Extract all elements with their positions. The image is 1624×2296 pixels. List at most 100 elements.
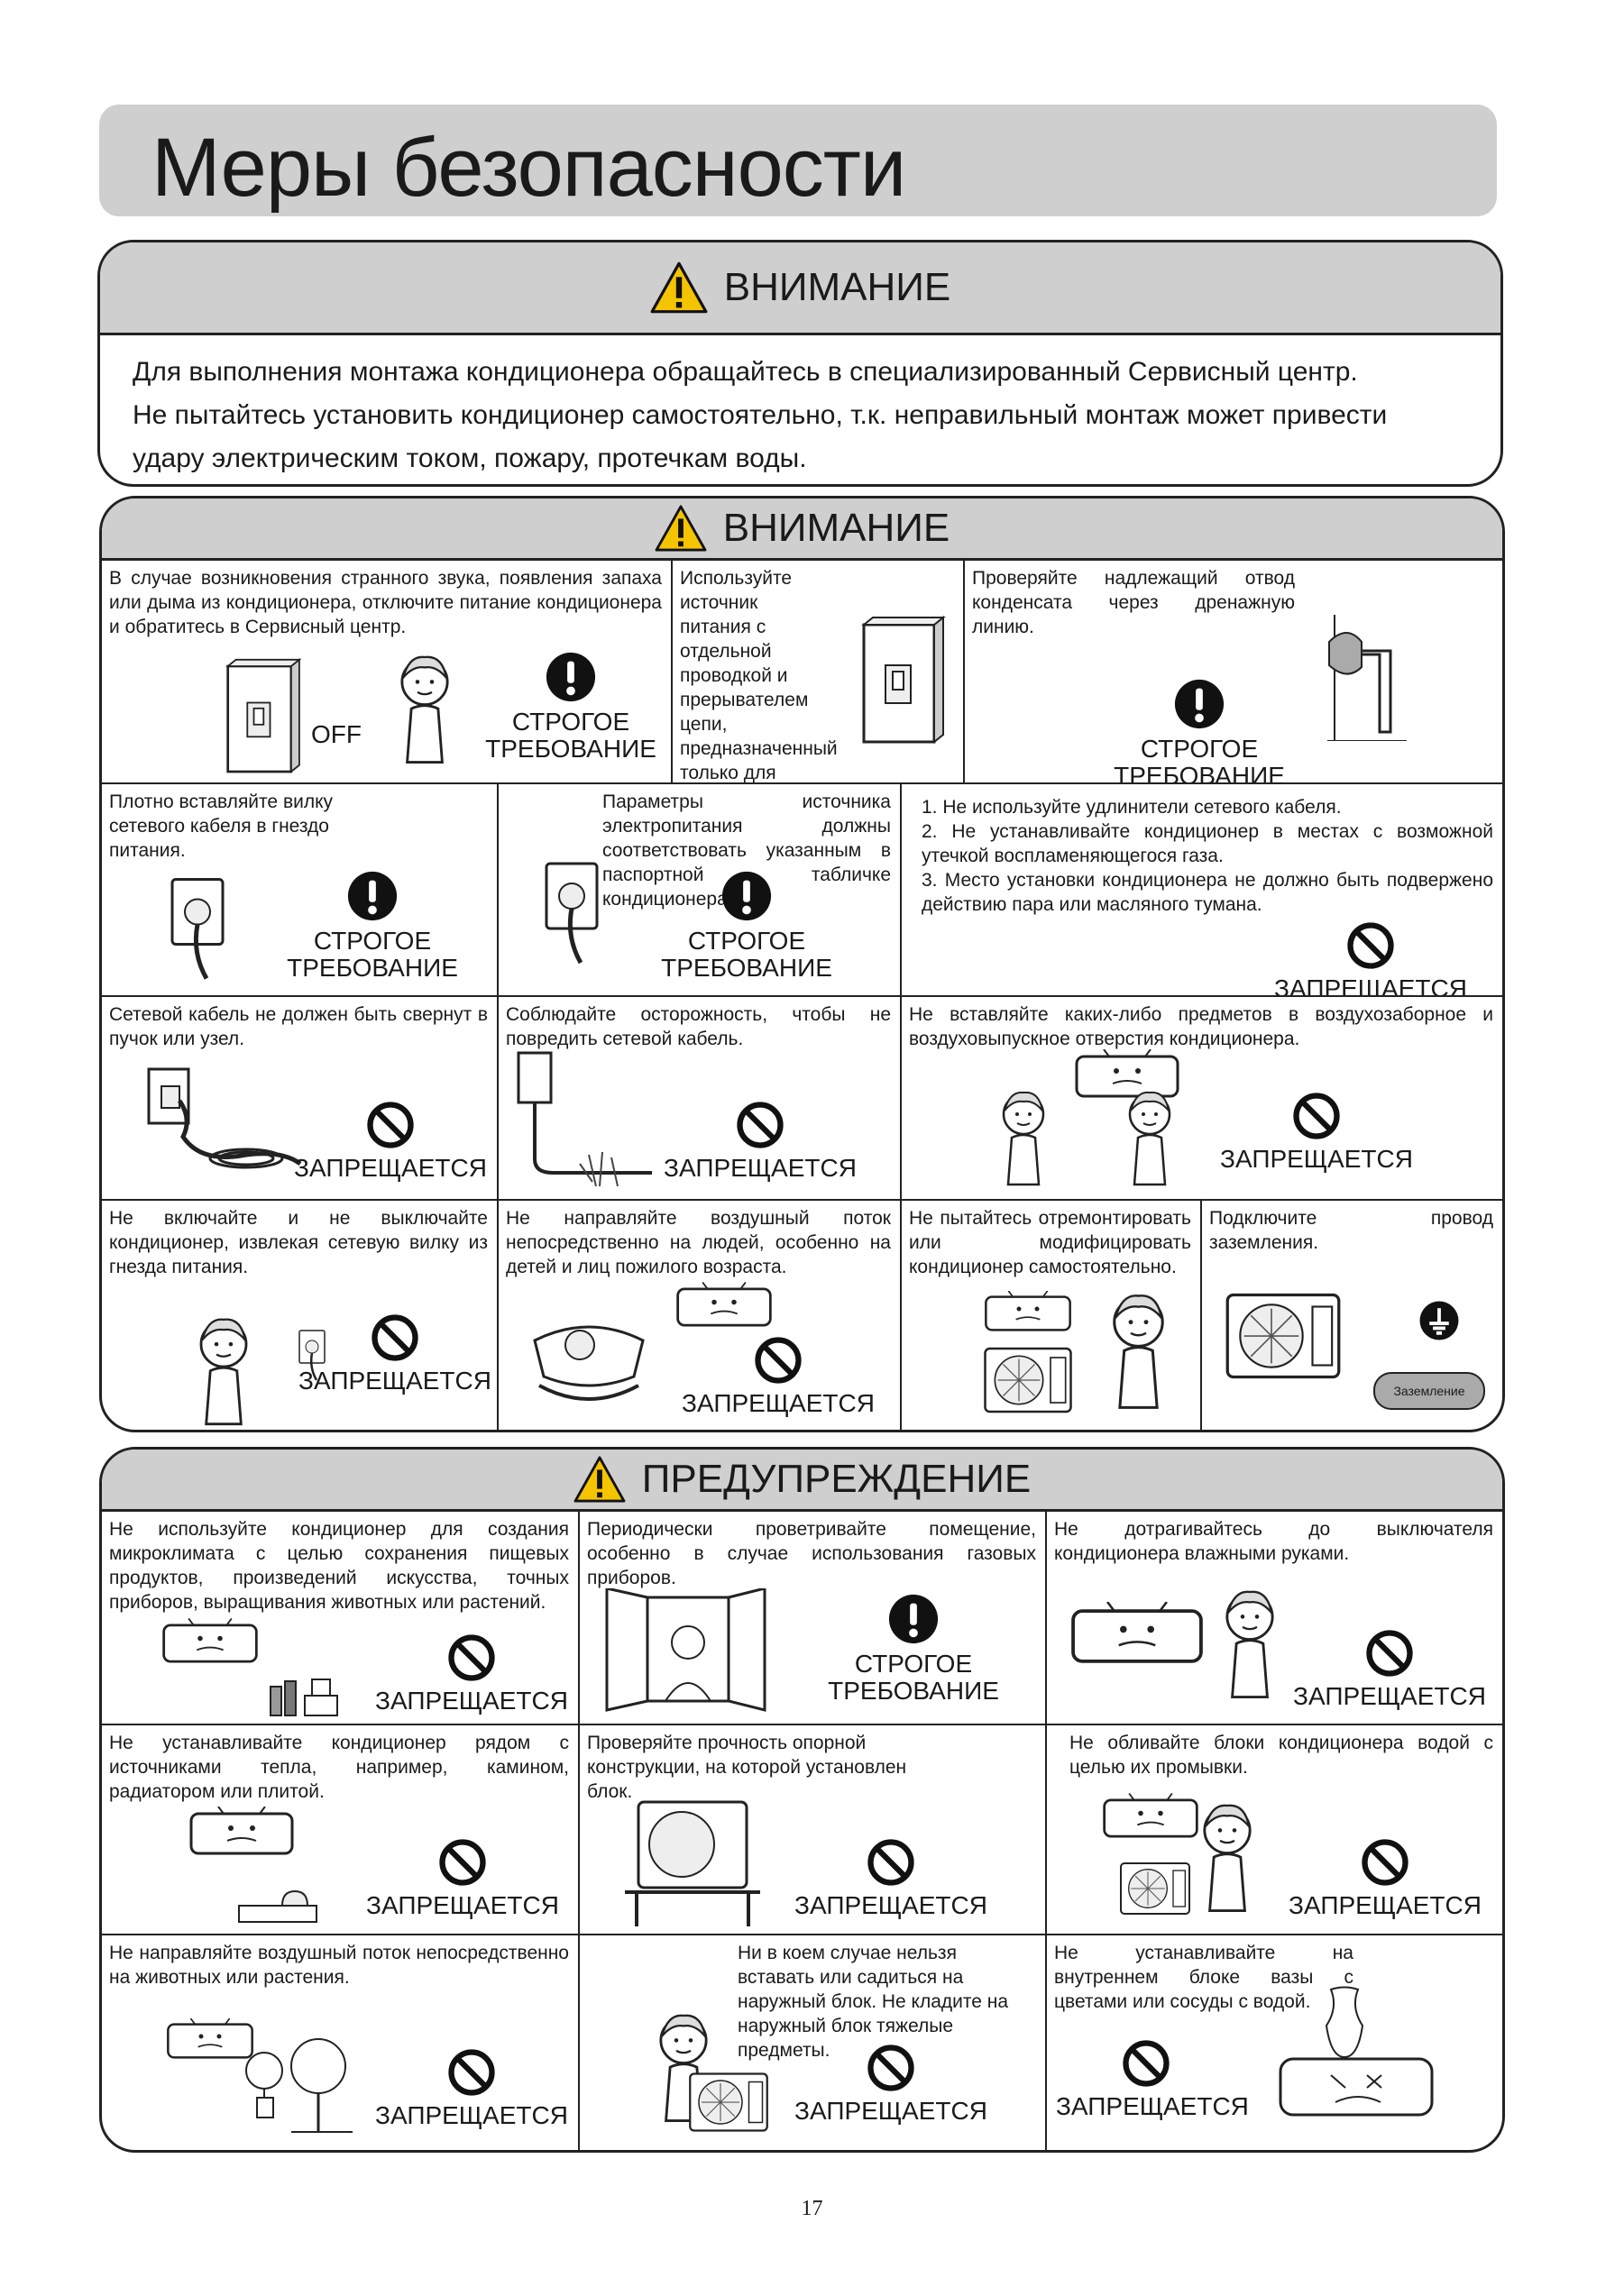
forbidden-mark: ЗАПРЕЩАЕТСЯ [1262,921,1479,997]
forbidden-mark: ЗАПРЕЩАЕТСЯ [1208,1092,1425,1173]
prohibition-icon [438,1838,487,1887]
strict-label: СТРОГОЕ [687,927,806,955]
rule-text: Ни в коем случае нельзя вставать или сад… [738,1943,1009,2061]
caution-box-install: ВНИМАНИЕ Для выполнения монтажа кондицио… [97,240,1503,487]
rule-text: Сетевой кабель не должен быть свернут в … [109,1004,488,1049]
text-line: Для выполнения монтажа кондиционера обра… [133,357,1358,387]
rule-cell: Соблюдайте осторожность, чтобы не повред… [499,997,902,1201]
child-icon [1118,1087,1181,1186]
exclamation-icon [1173,678,1225,730]
off-label: OFF [311,720,362,748]
coiled-cable-icon [147,1067,302,1169]
rule-cell: Сетевой кабель не должен быть свернут в … [102,997,499,1201]
strict-label: ТРЕБОВАНИЕ [287,954,458,982]
strict-requirement-mark: СТРОГОЕ ТРЕБОВАНИЕ [273,870,472,982]
person-icon [1191,1797,1263,1915]
strict-requirement-mark: СТРОГОЕ ТРЕБОВАНИЕ [647,870,846,982]
forbidden-label: ЗАПРЕЩАЕТСЯ [298,1367,491,1395]
rule-cell: Ни в коем случае нельзя вставать или сад… [580,1935,1047,2150]
air-conditioner-icon [983,1291,1073,1336]
section-heading: ВНИМАНИЕ [723,265,951,309]
strict-label: СТРОГОЕ [854,1650,973,1678]
rule-text: В случае возникновения странного звука, … [109,568,662,637]
strict-label: СТРОГОЕ [1140,735,1259,763]
rule-cell: Плотно вставляйте вилку сетевого кабеля … [102,784,499,997]
air-conditioner-icon [161,1618,260,1669]
rule-text: Подключите провод заземления. [1209,1208,1493,1253]
caution-box-grid: ВНИМАНИЕ В случае возникновения странног… [99,496,1505,1432]
forbidden-label: ЗАПРЕЩАЕТСЯ [375,2101,568,2129]
rule-cell: Не обливайте блоки кондиционера водой с … [1047,1725,1502,1935]
title-bar: Меры безопасности [99,105,1497,216]
rule-cell: Не направляйте воздушный поток непосредс… [102,1935,580,2150]
unit-with-vase-icon [1279,1986,1434,2117]
drain-pipe-icon [1327,615,1407,741]
rule-text: 3. Место установки кондиционера не должн… [922,870,1493,915]
rule-text: Не пытайтесь отремонтировать или модифиц… [909,1208,1191,1277]
plants-icon [245,2038,353,2133]
forbidden-label: ЗАПРЕЩАЕТСЯ [1274,974,1467,997]
forbidden-label: ЗАПРЕЩАЕТСЯ [1056,2092,1249,2120]
page-number: 17 [801,2197,823,2220]
rule-cell: Параметры источника электропитания должн… [499,784,902,997]
forbidden-mark: ЗАПРЕЩАЕТСЯ [287,1101,494,1182]
prohibition-icon [867,1838,915,1887]
stove-icon [238,1889,317,1923]
rule-text: Не дотрагивайтесь до выключателя кондици… [1054,1519,1493,1564]
prohibition-icon [447,2048,496,2097]
install-warning-text: Для выполнения монтажа кондиционера обра… [133,351,1473,480]
rule-text: Не направляйте воздушный поток непосредс… [109,1943,569,1988]
section-heading: ВНИМАНИЕ [722,506,950,550]
forbidden-mark: ЗАПРЕЩАЕТСЯ [1281,1629,1498,1710]
forbidden-mark: ЗАПРЕЩАЕТСЯ [1277,1838,1493,1919]
prohibition-icon [754,1336,803,1385]
rule-cell: Не устанавливайте кондиционер рядом с ис… [102,1725,580,1935]
rule-text: Не вставляйте каких-либо предметов в воз… [909,1004,1493,1049]
air-conditioner-icon [674,1282,774,1332]
open-window-icon [605,1588,766,1712]
outdoor-unit-icon [1225,1291,1342,1381]
rule-cell: Подключите провод заземления. Заземление [1202,1201,1502,1430]
rule-cell: Используйте источник питания с отдельной… [673,561,965,784]
forbidden-label: ЗАПРЕЩАЕТСЯ [664,1154,857,1182]
exclamation-icon [887,1593,940,1645]
prohibition-icon [1122,2039,1170,2088]
warning-box-grid: ПРЕДУПРЕЖДЕНИЕ Не используйте кондиционе… [99,1447,1505,2153]
person-icon [1214,1584,1286,1701]
text-line: Не пытайтесь установить кондиционер само… [133,400,1388,430]
prohibition-icon [1346,921,1395,970]
rule-text: Плотно вставляйте вилку сетевого кабеля … [109,791,334,861]
strict-label: ТРЕБОВАНИЕ [485,735,656,763]
forbidden-mark: ЗАПРЕЩАЕТСЯ [368,2048,575,2129]
outdoor-unit-icon [1119,1861,1191,1916]
forbidden-label: ЗАПРЕЩАЕТСЯ [794,1891,987,1919]
power-plug-icon [539,834,611,987]
rule-text: 2. Не устанавливайте кондиционер в места… [922,821,1493,866]
rule-cell: Не используйте кондиционер для создания … [102,1512,580,1725]
strict-requirement-mark: СТРОГОЕ ТРЕБОВАНИЕ [481,651,661,763]
person-icon [1100,1286,1177,1413]
circuit-breaker-icon [219,658,305,780]
child-icon [992,1087,1055,1186]
forbidden-mark: ЗАПРЕЩАЕТСЯ [778,2044,1004,2125]
forbidden-mark: ЗАПРЕЩАЕТСЯ [652,1101,868,1182]
damaged-cable-icon [517,1051,652,1186]
rule-text: Соблюдайте осторожность, чтобы не повред… [506,1004,891,1049]
rule-cell: Не дотрагивайтесь до выключателя кондици… [1047,1512,1502,1725]
exclamation-icon [720,870,773,922]
forbidden-label: ЗАПРЕЩАЕТСЯ [1289,1891,1482,1919]
outdoor-unit-icon [688,2071,769,2134]
forbidden-mark: ЗАПРЕЩАЕТСЯ [778,1838,1004,1919]
rule-cell: Не направляйте воздушный поток непосредс… [499,1201,902,1430]
exclamation-icon [346,870,399,922]
section-header: ВНИМАНИЕ [102,499,1502,561]
rule-cell: В случае возникновения странного звука, … [102,561,673,784]
strict-requirement-mark: СТРОГОЕ ТРЕБОВАНИЕ [1100,678,1298,782]
section-header: ВНИМАНИЕ [100,242,1500,335]
strict-label: СТРОГОЕ [313,927,432,955]
forbidden-label: ЗАПРЕЩАЕТСЯ [366,1891,559,1919]
strict-requirement-mark: СТРОГОЕ ТРЕБОВАНИЕ [810,1593,1017,1705]
person-icon [188,1313,260,1426]
forbidden-label: ЗАПРЕЩАЕТСЯ [682,1389,875,1417]
prohibition-icon [867,2044,915,2092]
